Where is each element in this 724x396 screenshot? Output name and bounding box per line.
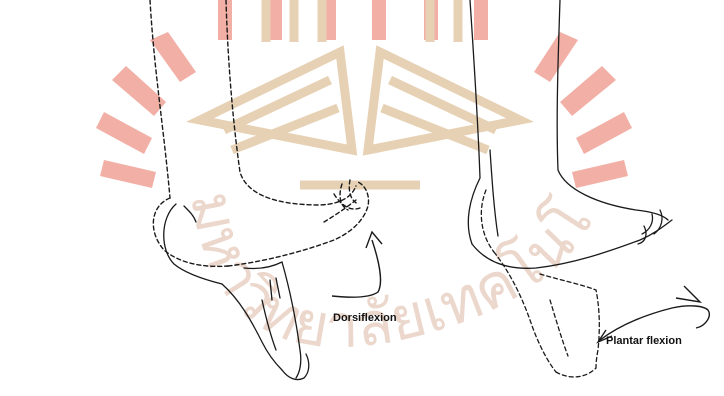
- plantar-flexion-arrow: [598, 286, 709, 342]
- dorsiflexion-label: Dorsiflexion: [333, 312, 397, 324]
- watermark-rays: [96, 0, 632, 188]
- plantar-flexion-label: Plantar flexion: [606, 335, 682, 347]
- watermark-seal: มหาวิทยาลัยเทคโนโลยีสุรนารี: [0, 0, 632, 362]
- dorsiflexion-arrow: [332, 232, 382, 297]
